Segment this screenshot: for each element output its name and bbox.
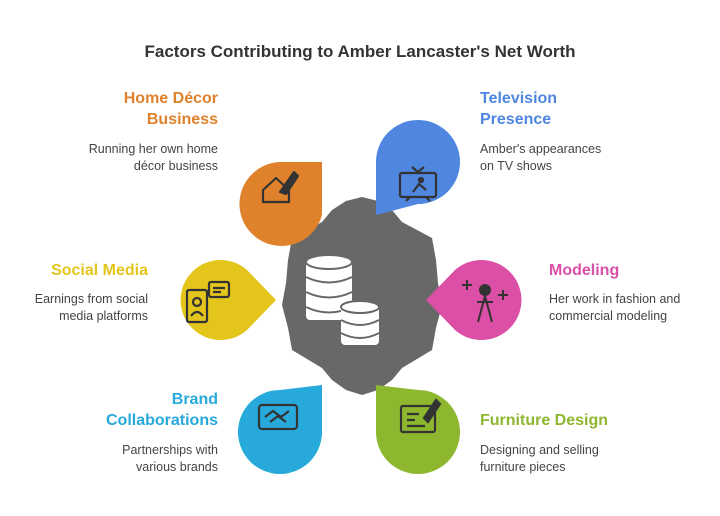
television-desc-line-2: on TV shows — [480, 159, 553, 173]
furniture-title-line-1: Furniture Design — [480, 412, 609, 429]
home-decor-desc: Running her own home décor business — [40, 141, 218, 175]
social-media-desc-line-2: media platforms — [59, 309, 148, 323]
furniture-title: Furniture Design — [480, 410, 680, 431]
social-media-title-line-1: Social Media — [51, 262, 148, 279]
furniture-desc-line-1: Designing and selling — [480, 443, 599, 457]
phone-chat-icon — [185, 280, 231, 324]
television-title: Television Presence — [480, 88, 680, 130]
modeling-desc-line-1: Her work in fashion and — [549, 292, 681, 306]
central-hub — [282, 197, 442, 395]
social-media-title: Social Media — [10, 260, 148, 281]
home-decor-title-line-1: Home Décor — [123, 90, 218, 107]
television-title-line-1: Television — [480, 90, 558, 107]
brand-title: Brand Collaborations — [40, 389, 218, 431]
television-desc-line-1: Amber's appearances — [480, 142, 602, 156]
petal-home-decor — [239, 162, 322, 246]
house-paintbrush-icon — [261, 170, 300, 204]
modeling-title-line-1: Modeling — [549, 262, 620, 279]
petal-furniture — [376, 385, 460, 474]
social-media-desc-line-1: Earnings from social — [34, 292, 148, 306]
furniture-desc: Designing and selling furniture pieces — [480, 442, 680, 476]
home-decor-desc-line-2: décor business — [133, 159, 218, 173]
petal-television — [376, 120, 460, 215]
model-sparkle-icon — [462, 280, 508, 323]
home-decor-desc-line-1: Running her own home — [88, 142, 218, 156]
brand-desc-line-1: Partnerships with — [122, 443, 218, 457]
handshake-icon — [257, 403, 299, 431]
home-decor-title-line-2: Business — [146, 111, 218, 128]
modeling-desc: Her work in fashion and commercial model… — [549, 291, 714, 325]
modeling-title: Modeling — [549, 260, 709, 281]
modeling-desc-line-2: commercial modeling — [549, 309, 668, 323]
brand-title-line-1: Brand — [171, 391, 218, 408]
brand-title-line-2: Collaborations — [105, 412, 218, 429]
furniture-desc-line-2: furniture pieces — [480, 460, 566, 474]
diagram-title: Factors Contributing to Amber Lancaster'… — [144, 42, 576, 61]
tv-icon — [398, 166, 438, 202]
brand-desc-line-2: various brands — [136, 460, 218, 474]
social-media-desc: Earnings from social media platforms — [10, 291, 148, 325]
television-title-line-2: Presence — [480, 111, 552, 128]
television-desc: Amber's appearances on TV shows — [480, 141, 680, 175]
petal-modeling — [426, 260, 522, 340]
petal-social-media — [180, 260, 276, 340]
brand-desc: Partnerships with various brands — [40, 442, 218, 476]
home-decor-title: Home Décor Business — [40, 88, 218, 130]
blueprint-pencil-icon — [399, 398, 442, 434]
database-stack-icon — [305, 254, 380, 345]
